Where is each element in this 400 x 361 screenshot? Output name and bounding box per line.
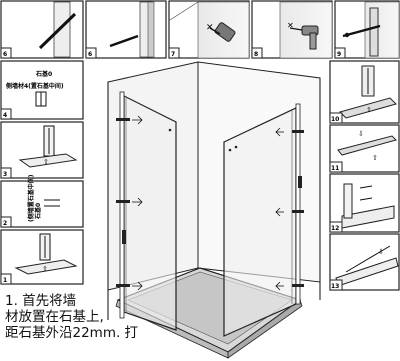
step-panel-right-12: 12 [329,173,400,233]
step-number: 4 [3,112,7,119]
step-panel-right-11: ⇩ ⇧ 11 [329,124,400,173]
vertical-note-b: (侧墙置石基中间) [27,174,35,222]
step-panel-top-2: 6 [85,0,167,59]
instruction-line-2: 材放置在石基上, [5,309,104,325]
step-number: 6 [88,51,92,58]
svg-text:✕: ✕ [287,21,294,30]
step-panel-top-5: 9 [334,0,400,59]
step-panel-left-4: 石基0 侧墙材4(置石基中间) 4 [0,60,84,120]
step-number: 13 [331,283,339,290]
step-number: 7 [171,51,175,58]
step-number: 3 [3,171,7,178]
wall-profile-note: 侧墙材4(置石基中间) [6,82,64,90]
step-number: 6 [3,51,7,58]
instruction-line-3: 距石基外沿22mm. 打 [5,325,139,341]
step-panel-right-13: ⇩ 13 [329,233,400,291]
instruction-line-1: 1. 首先将墙 [5,293,77,309]
step-panel-top-3: ✕ 7 [168,0,250,59]
step-number: 11 [331,165,339,172]
step-number: 9 [337,51,341,58]
stone-base-label: 石基0 [35,70,52,78]
instruction-bg [0,286,100,361]
svg-text:⇩: ⇩ [358,130,364,138]
svg-text:⇧: ⇧ [43,158,49,166]
vertical-note-a: 石基0 [34,203,42,220]
step-number: 10 [331,116,339,123]
svg-text:⇧: ⇧ [366,106,372,114]
step-panel-right-10: ⇧ 10 [329,60,400,124]
step-number: 1 [3,277,7,284]
svg-text:⇧: ⇧ [372,154,378,162]
step-number: 8 [254,51,258,58]
svg-text:⇩: ⇩ [378,248,384,256]
step-panel-left-1: ⇧ 1 [0,229,84,285]
step-panel-top-4: ✕ 8 [251,0,333,59]
step-number: 12 [331,225,339,232]
shower-enclosure-drawing [107,61,321,359]
step-number: 2 [3,220,7,227]
svg-text:⇧: ⇧ [42,265,48,273]
step-panel-left-3: ⇧ 3 [0,121,84,179]
step-panel-top-1: 6 [0,0,84,59]
svg-text:✕: ✕ [206,23,214,33]
step-panel-left-2: 石基0 (侧墙置石基中间) 2 [0,174,84,228]
